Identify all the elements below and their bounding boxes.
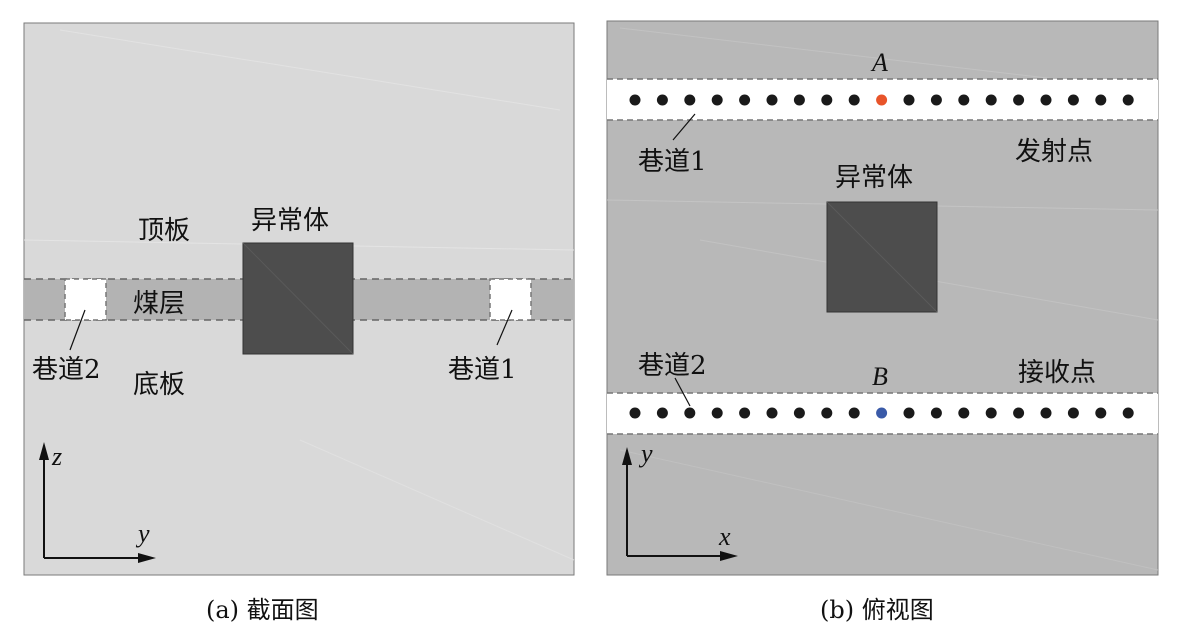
- receive-point: [903, 407, 915, 419]
- tunnel-2-leader-b: [674, 377, 691, 407]
- tunnel-2-label: 巷道2: [32, 355, 101, 385]
- transmit-label: 发射点: [1015, 137, 1093, 167]
- receive-point: [766, 407, 778, 419]
- tunnel-2-leader: [69, 309, 86, 351]
- transmit-point: [1095, 94, 1107, 106]
- receive-point: [848, 407, 860, 419]
- receive-point: [793, 407, 805, 419]
- receive-point-highlight: [876, 407, 888, 419]
- axis-y-label: y: [135, 519, 150, 548]
- axes-a: z y: [39, 442, 156, 563]
- roof-label: 顶板: [138, 216, 190, 246]
- transmit-point: [1067, 94, 1079, 106]
- axis-y-label-b: y: [638, 439, 653, 468]
- transmit-point: [793, 94, 805, 106]
- caption-b: (b) 俯视图: [820, 596, 934, 624]
- receive-point: [1095, 407, 1107, 419]
- receive-point: [1013, 407, 1025, 419]
- point-b-label: B: [872, 362, 888, 391]
- receive-point: [656, 407, 668, 419]
- receive-point: [958, 407, 970, 419]
- receive-point: [1122, 407, 1134, 419]
- seam-label: 煤层: [133, 289, 185, 319]
- transmit-point: [1040, 94, 1052, 106]
- axis-z-label: z: [51, 442, 62, 471]
- caption-a: (a) 截面图: [206, 596, 319, 624]
- receive-point: [930, 407, 942, 419]
- panel-a: 异常体 顶板 煤层 底板 巷道2 巷道1 z y (a) 截面图: [23, 22, 575, 624]
- anomaly-label: 异常体: [251, 206, 329, 236]
- point-a-label: A: [870, 48, 888, 77]
- tunnel-2-label-b: 巷道2: [638, 351, 707, 381]
- transmit-point: [684, 94, 696, 106]
- receive-point: [711, 407, 723, 419]
- floor-label: 底板: [133, 370, 185, 400]
- receive-points: [629, 407, 1134, 419]
- panel-b: A B 发射点 接收点 异常体 巷道1 巷道2 y x (b) 俯视图: [606, 20, 1159, 624]
- transmit-point: [985, 94, 997, 106]
- receive-label: 接收点: [1018, 358, 1096, 388]
- receive-point: [629, 407, 641, 419]
- transmit-point: [821, 94, 833, 106]
- receive-point: [1040, 407, 1052, 419]
- tunnel-1-label: 巷道1: [448, 355, 517, 385]
- tunnel-1-leader-b: [672, 113, 696, 141]
- tunnel-1-leader: [496, 309, 513, 346]
- receive-point: [1067, 407, 1079, 419]
- receive-point: [739, 407, 751, 419]
- receive-point: [821, 407, 833, 419]
- transmit-point: [656, 94, 668, 106]
- transmit-point: [848, 94, 860, 106]
- transmit-point: [903, 94, 915, 106]
- axis-x-label-b: x: [718, 522, 731, 551]
- transmit-point: [629, 94, 641, 106]
- axes-b: y x: [622, 439, 738, 561]
- transmit-point-highlight: [876, 94, 888, 106]
- tunnel-1-label-b: 巷道1: [638, 147, 707, 177]
- receive-point: [684, 407, 696, 419]
- anomaly-label-top: 异常体: [835, 163, 913, 193]
- transmit-point: [711, 94, 723, 106]
- receive-point: [985, 407, 997, 419]
- transmit-points: [629, 94, 1134, 106]
- transmit-point: [958, 94, 970, 106]
- transmit-point: [739, 94, 751, 106]
- transmit-point: [766, 94, 778, 106]
- transmit-point: [1013, 94, 1025, 106]
- transmit-point: [930, 94, 942, 106]
- transmit-point: [1122, 94, 1134, 106]
- tunnel-2-section: [64, 278, 107, 321]
